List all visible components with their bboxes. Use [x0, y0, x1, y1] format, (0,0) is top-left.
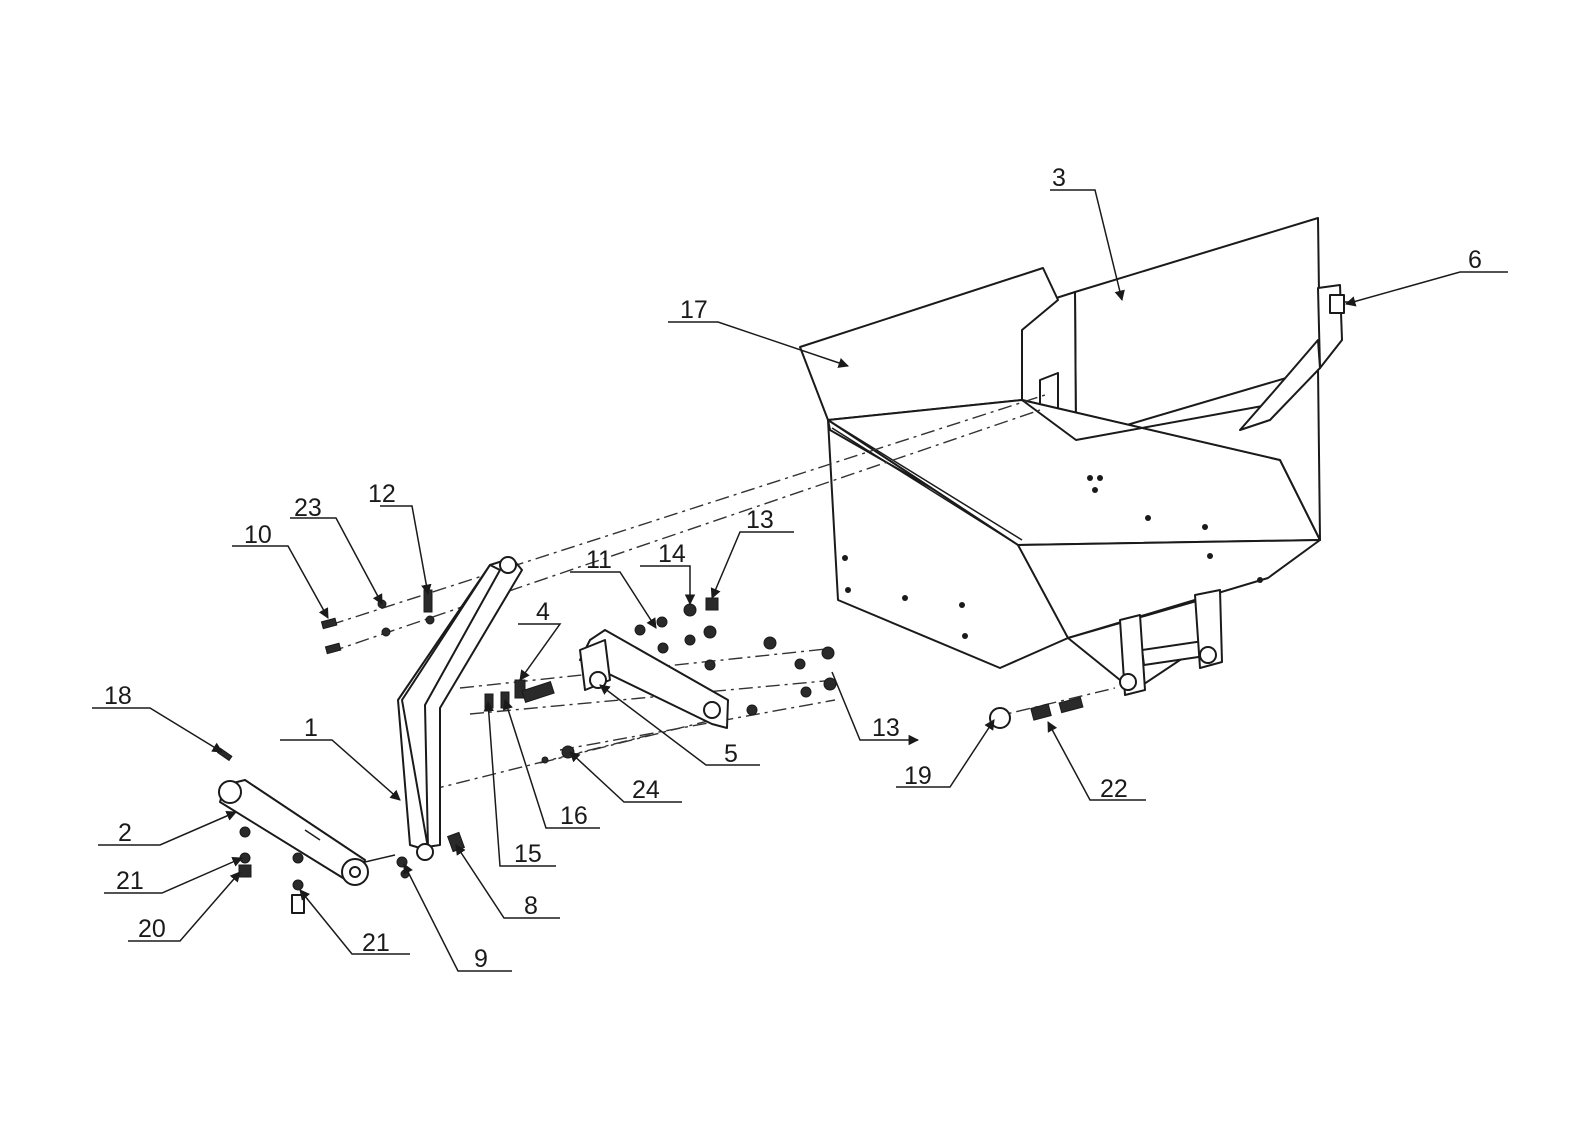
- callout-10: 10: [244, 521, 272, 549]
- callout-3: 3: [1052, 164, 1066, 192]
- callout-4: 4: [536, 598, 550, 626]
- part-1-link-arm: [397, 556, 523, 849]
- callout-13-top: 13: [746, 506, 774, 534]
- callout-20: 20: [138, 915, 166, 943]
- callout-16: 16: [560, 802, 588, 830]
- callout-5: 5: [724, 740, 738, 768]
- part-2-cylinder: [218, 779, 396, 886]
- callout-19: 19: [904, 762, 932, 790]
- callout-15: 15: [514, 840, 542, 868]
- callout-14: 14: [658, 540, 686, 568]
- callout-labels: 3 6 17 12 23 10 13 14 11 4 13 5 24 16 15…: [104, 164, 1482, 973]
- callout-21-right: 21: [362, 929, 390, 957]
- callout-8: 8: [524, 892, 538, 920]
- callout-9: 9: [474, 945, 488, 973]
- callout-22: 22: [1100, 775, 1128, 803]
- callout-21-left: 21: [116, 867, 144, 895]
- callout-1: 1: [304, 714, 318, 742]
- part-5-mount-plate: [579, 629, 729, 729]
- callout-2: 2: [118, 819, 132, 847]
- callout-13-bottom: 13: [872, 714, 900, 742]
- callout-18: 18: [104, 682, 132, 710]
- leader-lines: [92, 189, 1508, 972]
- callout-24: 24: [632, 776, 660, 804]
- callout-23: 23: [294, 494, 322, 522]
- hopper-body: [799, 217, 1343, 696]
- callout-6: 6: [1468, 246, 1482, 274]
- callout-12: 12: [368, 480, 396, 508]
- callout-17: 17: [680, 296, 708, 324]
- hardware-fasteners: [216, 589, 1084, 914]
- callout-11: 11: [586, 546, 612, 574]
